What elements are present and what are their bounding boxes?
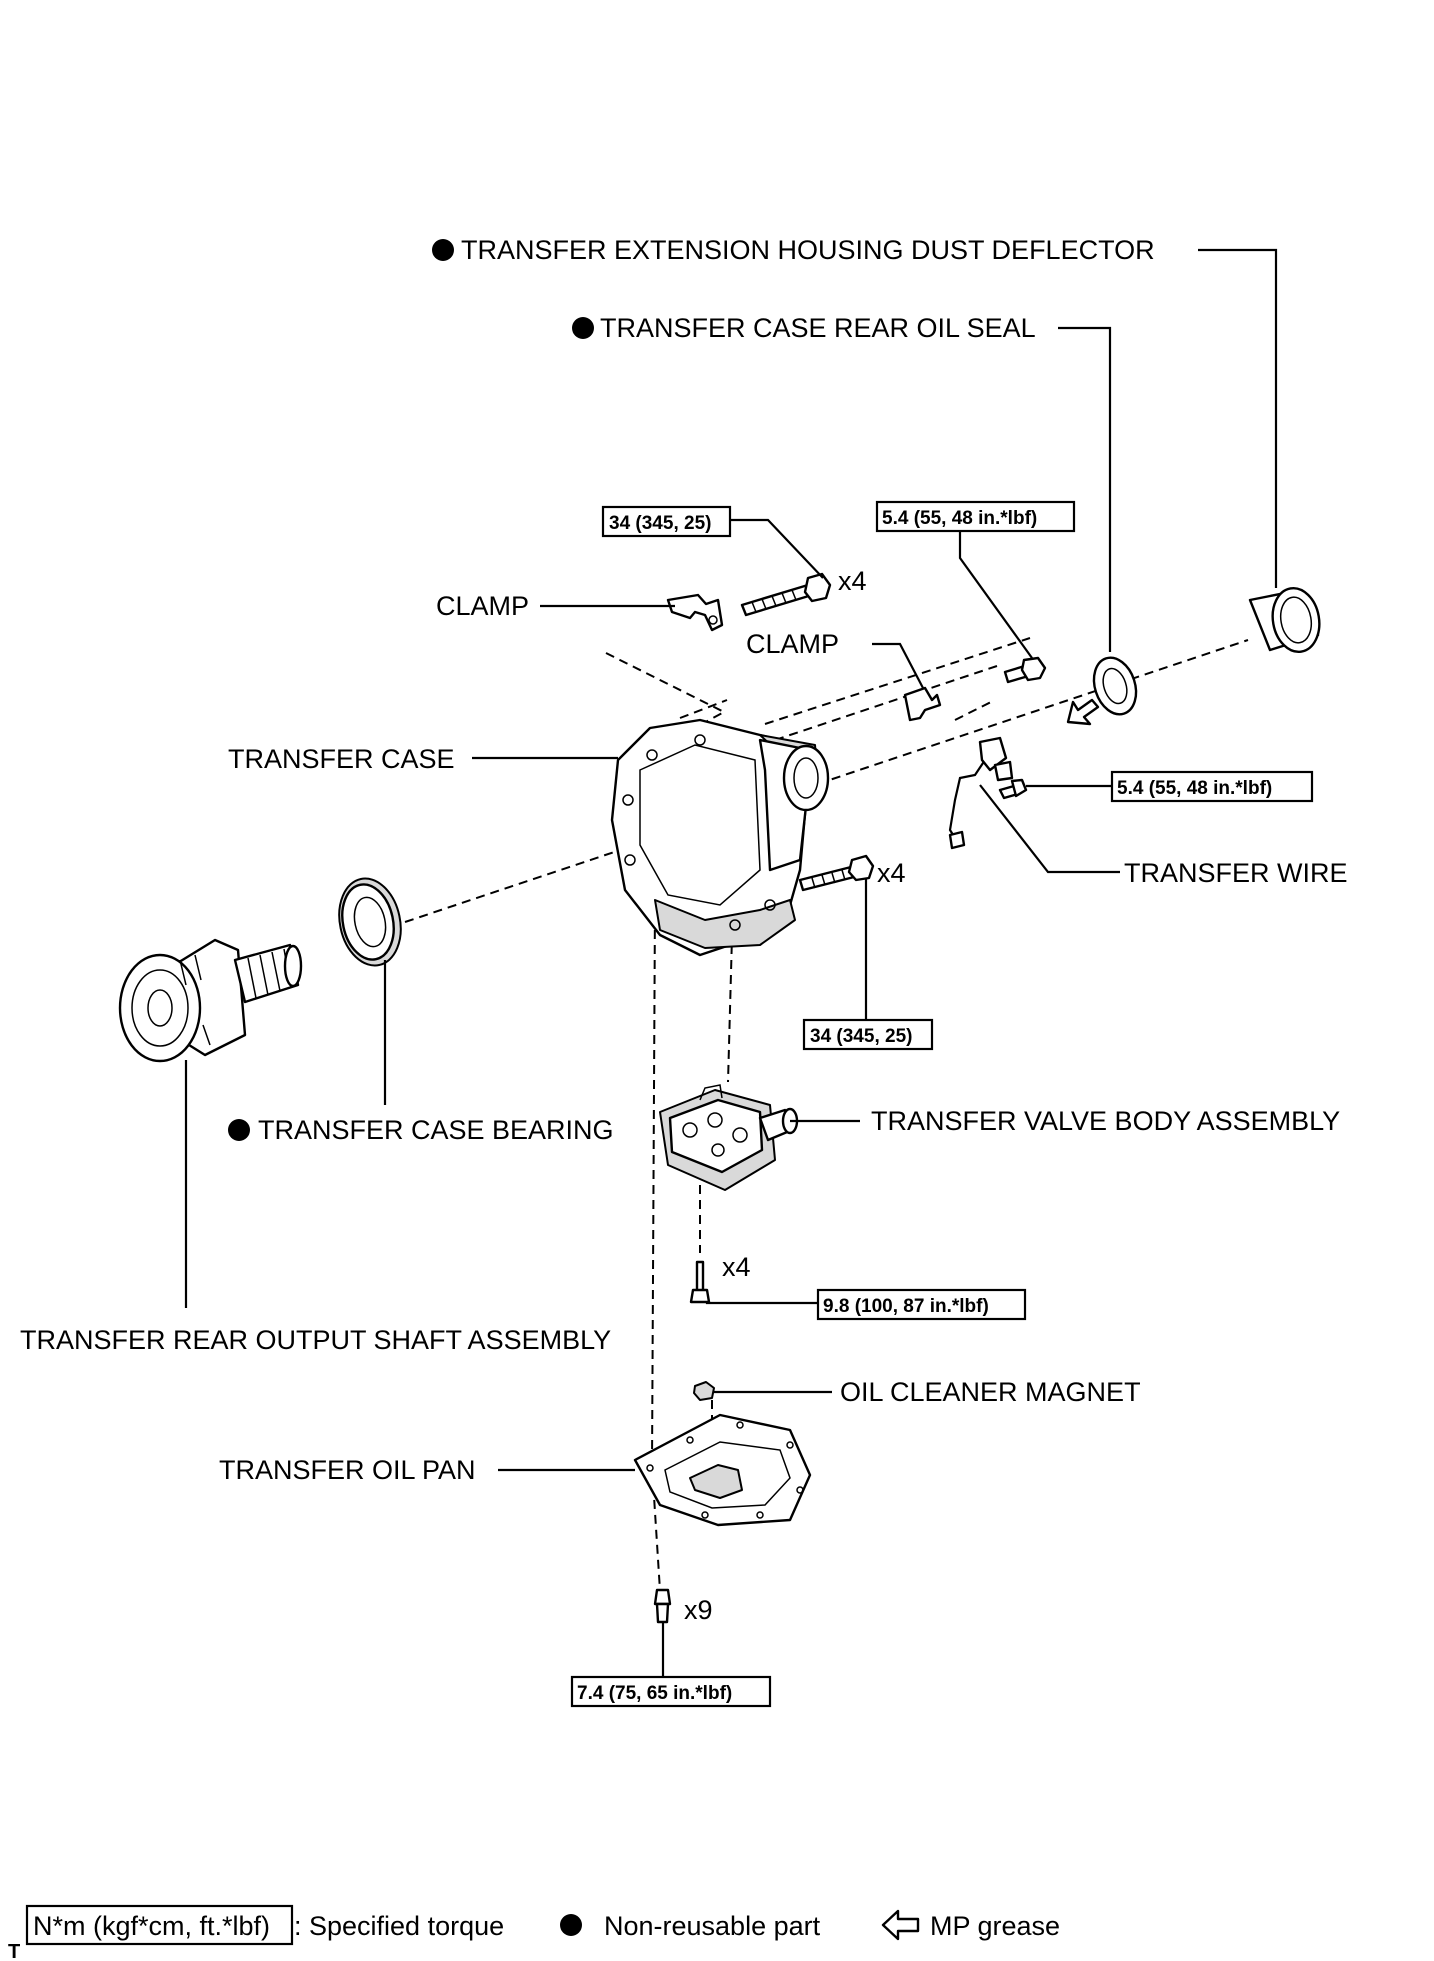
- clamp-left-part: [666, 593, 724, 632]
- torque-box-valve-body-bolt: 9.8 (100, 87 in.*lbf): [816, 1288, 1027, 1321]
- clamp-center-bolt-part: [1003, 656, 1047, 684]
- label-rear-oil-seal: TRANSFER CASE REAR OIL SEAL: [600, 313, 1036, 343]
- case-bolt-part: [798, 854, 875, 892]
- valve-body-part: [659, 1084, 799, 1191]
- torque-case-bolt: 34 (345, 25): [810, 1026, 912, 1047]
- label-valve-body: TRANSFER VALVE BODY ASSEMBLY: [871, 1106, 1340, 1136]
- label-oil-cleaner-magnet: OIL CLEANER MAGNET: [840, 1377, 1141, 1407]
- torque-box-clamp-bolt: 34 (345, 25): [601, 505, 732, 538]
- label-dust-deflector: TRANSFER EXTENSION HOUSING DUST DEFLECTO…: [461, 235, 1155, 265]
- grease-arrow-icon: [1066, 698, 1100, 726]
- nonreusable-marker-dust-deflector: [432, 239, 454, 261]
- label-case-bearing: TRANSFER CASE BEARING: [258, 1115, 614, 1145]
- torque-box-clamp-center-bolt: 5.4 (55, 48 in.*lbf): [875, 500, 1076, 533]
- torque-oil-pan-bolt: 7.4 (75, 65 in.*lbf): [577, 1683, 732, 1704]
- legend-torque-box-label: N*m (kgf*cm, ft.*lbf): [33, 1911, 270, 1941]
- oil-pan-bolt-part: [653, 1588, 672, 1624]
- oil-cleaner-magnet-part: [693, 1381, 715, 1401]
- wire-bolt-part: [998, 778, 1028, 800]
- torque-valve-body-bolt: 9.8 (100, 87 in.*lbf): [823, 1296, 989, 1317]
- leader-lines: [184, 248, 1278, 1678]
- nonreusable-marker-rear-oil-seal: [572, 317, 594, 339]
- torque-clamp-center-bolt: 5.4 (55, 48 in.*lbf): [882, 508, 1037, 529]
- case-bearing-part: [338, 877, 402, 967]
- dust-deflector-part: [1248, 587, 1321, 653]
- clamp-bolt-part: [740, 572, 832, 617]
- transfer-wire-part: [948, 736, 1014, 850]
- torque-wire-bolt: 5.4 (55, 48 in.*lbf): [1117, 778, 1272, 799]
- label-rear-output-shaft: TRANSFER REAR OUTPUT SHAFT ASSEMBLY: [20, 1325, 611, 1355]
- nonreusable-marker-case-bearing: [228, 1119, 250, 1141]
- torque-box-oil-pan-bolt: 7.4 (75, 65 in.*lbf): [570, 1675, 772, 1708]
- rear-oil-seal-part: [1092, 656, 1138, 716]
- count-valve-body-bolt: x4: [722, 1252, 751, 1282]
- transfer-case-part: [610, 718, 830, 957]
- legend: N*m (kgf*cm, ft.*lbf) : Specified torque…: [25, 1904, 1060, 1946]
- oil-pan-part: [633, 1413, 812, 1527]
- count-case-bolt: x4: [877, 858, 906, 888]
- clamp-center-part: [903, 686, 942, 722]
- valve-body-bolt-part: [689, 1260, 711, 1304]
- count-oil-pan-bolt: x9: [684, 1595, 713, 1625]
- count-clamp-bolt: x4: [838, 566, 867, 596]
- label-clamp-center: CLAMP: [746, 629, 839, 659]
- rear-output-shaft-part: [118, 938, 303, 1063]
- label-oil-pan: TRANSFER OIL PAN: [219, 1455, 476, 1485]
- legend-torque-desc: : Specified torque: [294, 1911, 504, 1941]
- torque-box-wire-bolt: 5.4 (55, 48 in.*lbf): [1110, 770, 1314, 803]
- torque-box-case-bolt: 34 (345, 25): [802, 1018, 934, 1051]
- legend-grease-desc: MP grease: [930, 1911, 1060, 1941]
- legend-grease-icon: [881, 1909, 920, 1941]
- legend-nonreusable-desc: Non-reusable part: [604, 1911, 821, 1941]
- torque-clamp-bolt: 34 (345, 25): [609, 513, 711, 534]
- legend-nonreusable-icon: [560, 1914, 582, 1936]
- corner-mark: T: [8, 1941, 20, 1961]
- label-transfer-wire: TRANSFER WIRE: [1124, 858, 1348, 888]
- label-clamp-left: CLAMP: [436, 591, 529, 621]
- label-transfer-case: TRANSFER CASE: [228, 744, 455, 774]
